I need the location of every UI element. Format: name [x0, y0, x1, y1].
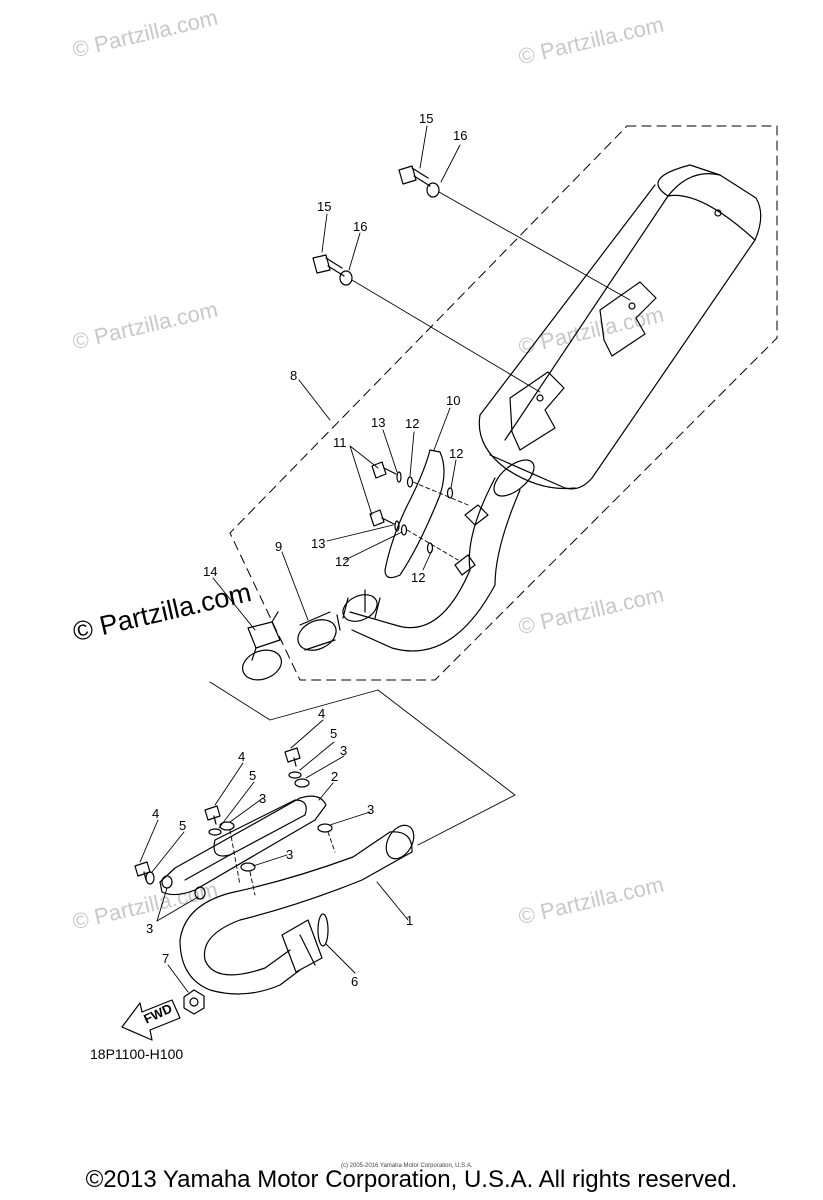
callout-3: 3 — [367, 802, 374, 817]
heat-protector-2 — [159, 795, 327, 896]
muffler — [478, 164, 762, 497]
callout-3: 3 — [286, 847, 293, 862]
nut-12 — [400, 524, 408, 536]
callout-12: 12 — [449, 446, 463, 461]
bolt-11-upper — [371, 461, 397, 479]
grommet-3 — [294, 778, 310, 788]
callout-12: 12 — [405, 416, 419, 431]
gasket-6 — [317, 913, 329, 947]
callout-3: 3 — [259, 791, 266, 806]
bolt-11-lower — [369, 509, 395, 527]
washer-16-upper — [426, 182, 440, 198]
callout-3: 3 — [340, 743, 347, 758]
callout-16: 16 — [453, 128, 467, 143]
gasket-9 — [297, 611, 341, 651]
nut-7 — [183, 989, 205, 1015]
nut-12 — [426, 542, 434, 554]
callout-16: 16 — [353, 219, 367, 234]
washer-13 — [396, 471, 402, 483]
nut-12 — [406, 476, 414, 488]
callout-1: 1 — [406, 913, 413, 928]
callout-10: 10 — [446, 393, 460, 408]
tiny-copyright: (c) 2005-2016 Yamaha Motor Corporation, … — [341, 1163, 473, 1169]
bolt-4 — [284, 747, 301, 767]
grommet-3 — [161, 875, 173, 889]
washer-13 — [394, 520, 400, 532]
callout-12: 12 — [335, 554, 349, 569]
callout-5: 5 — [179, 818, 186, 833]
grommet-3 — [194, 886, 206, 900]
fwd-arrow-icon — [121, 999, 181, 1041]
callout-9: 9 — [275, 539, 282, 554]
grommet-3 — [317, 823, 333, 833]
callout-8: 8 — [290, 368, 297, 383]
grommet-3 — [240, 862, 256, 872]
bolt-4 — [134, 861, 151, 881]
callout-5: 5 — [249, 768, 256, 783]
exhaust-pipe-1 — [179, 824, 415, 995]
nut-12 — [446, 487, 454, 499]
callout-13: 13 — [311, 536, 325, 551]
assembly-outline — [229, 125, 778, 681]
callout-4: 4 — [318, 706, 325, 721]
callout-5: 5 — [330, 726, 337, 741]
bolt-4 — [204, 805, 221, 825]
callout-3: 3 — [146, 921, 153, 936]
callout-15: 15 — [419, 111, 433, 126]
callout-6: 6 — [351, 974, 358, 989]
diagram-code: 18P1100-H100 — [90, 1046, 184, 1062]
callout-14: 14 — [203, 564, 217, 579]
callout-2: 2 — [331, 769, 338, 784]
washer-5 — [208, 828, 222, 836]
callout-4: 4 — [152, 806, 159, 821]
bolt-15-upper — [398, 165, 431, 187]
washer-5 — [288, 771, 302, 779]
callout-4: 4 — [238, 749, 245, 764]
callout-15: 15 — [317, 199, 331, 214]
callout-11: 11 — [333, 435, 347, 450]
footer-copyright: ©2013 Yamaha Motor Corporation, U.S.A. A… — [85, 1166, 738, 1193]
callout-13: 13 — [371, 415, 385, 430]
band-10 — [384, 449, 445, 579]
callout-7: 7 — [162, 951, 169, 966]
washer-5 — [145, 871, 155, 885]
clamp-14 — [242, 611, 282, 681]
muffler-inlet-pipe — [342, 477, 521, 652]
washer-16-lower — [339, 270, 353, 286]
bolt-15-lower — [312, 254, 345, 277]
callout-12: 12 — [411, 570, 425, 585]
